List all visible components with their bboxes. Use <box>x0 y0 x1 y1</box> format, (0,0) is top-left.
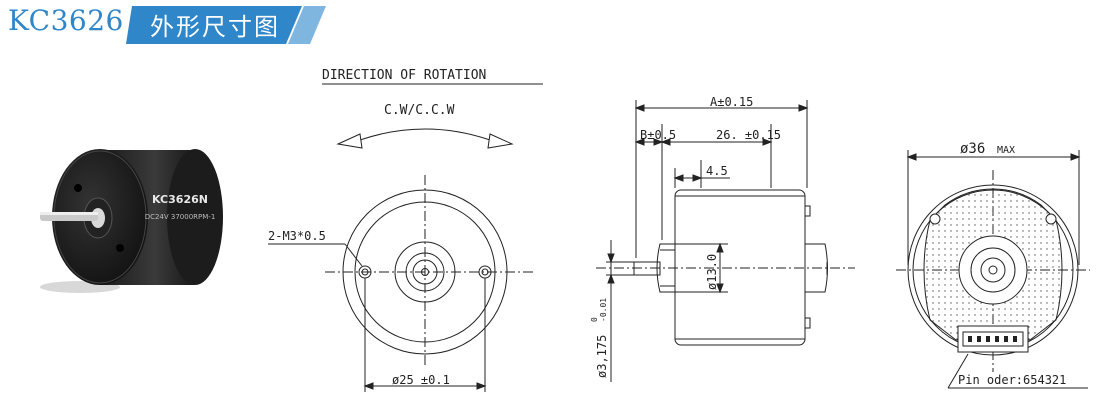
photo-label-main: KC3626N <box>152 193 208 206</box>
banner-accent <box>288 6 326 44</box>
back-diameter-suffix: MAX <box>997 145 1015 156</box>
banner-shape <box>126 6 302 44</box>
pin-order: Pin oder:654321 <box>958 373 1066 387</box>
mount-pcd: ø25 ±0.1 <box>392 373 450 387</box>
shaft-tol-upper: 0 <box>590 317 599 322</box>
motor-photo: KC3626N DC24V 37000RPM-1 <box>40 149 223 293</box>
rotation-label: C.W/C.C.W <box>384 103 455 118</box>
front-view: DIRECTION OF ROTATION C.W/C.C.W 2-M3* <box>268 68 543 392</box>
dim-boss: 4.5 <box>706 164 728 178</box>
dim-body: 26. ±0.15 <box>716 128 781 142</box>
dim-boss-dia: ø13.0 <box>705 254 719 290</box>
section-title: 外形尺寸图 <box>150 13 280 41</box>
photo-label-sub: DC24V 37000RPM-1 <box>145 213 216 221</box>
back-diameter: ø36 <box>960 141 985 157</box>
rotation-heading: DIRECTION OF ROTATION <box>322 68 486 83</box>
back-view: ø36 MAX <box>896 141 1090 389</box>
dim-b: B±0.5 <box>640 128 676 142</box>
shaft-diameter: ø3,175 <box>595 335 609 378</box>
dim-overall: A±0.15 <box>710 95 753 109</box>
side-view: A±0.15 B±0.5 26. ±0.15 4.5 ø13.0 <box>590 95 855 382</box>
shaft-tol-lower: -0.01 <box>599 298 608 322</box>
ccw-arrow <box>336 133 363 149</box>
screw-note: 2-M3*0.5 <box>268 229 326 243</box>
cw-arrow <box>487 133 514 149</box>
section-banner <box>126 6 326 44</box>
model-title: KC3626 <box>8 4 124 37</box>
